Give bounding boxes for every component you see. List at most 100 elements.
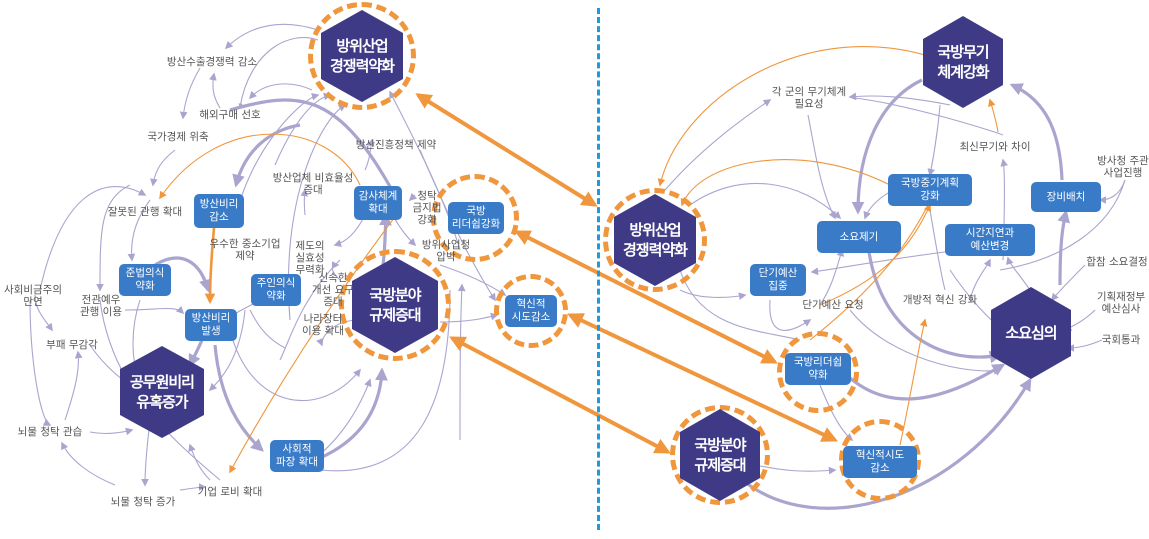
arrow — [851, 78, 923, 215]
arrow — [154, 256, 212, 293]
node-leadership-weakening: 국방리더쉽 약화 — [785, 353, 851, 385]
arrow — [39, 186, 147, 291]
highlight-ring — [431, 174, 519, 262]
arrow — [1051, 264, 1086, 302]
arrow — [188, 443, 211, 481]
node-defense-industry-weakening-right: 방위산업 경쟁력약화 — [614, 194, 696, 286]
arrow — [208, 309, 246, 392]
arrow — [929, 209, 946, 291]
label-narajangteo: 나라장터 이용 확대 — [302, 313, 344, 337]
arrow — [159, 133, 361, 200]
label-favoritism: 사회비금주의 만연 — [4, 284, 62, 308]
label-solicitation-law: 청탁 금지법 강화 — [412, 190, 442, 226]
node-regulation-increase-right: 국방분야 규제증대 — [680, 409, 760, 501]
node-delay-budget-change: 시간지연과 예산변경 — [945, 224, 1035, 256]
node-weapon-system-strengthen: 국방무기 체계강화 — [923, 16, 1003, 108]
label-jcs-decision: 합참 소요결정 — [1086, 256, 1148, 268]
node-leadership-strengthen: 국방 리더쉽강화 — [448, 202, 504, 234]
arrow — [848, 92, 951, 106]
node-innovation-decrease: 혁신적 시도감소 — [505, 295, 557, 327]
label-lobby-expand: 기업 로비 확대 — [197, 486, 263, 498]
arrow — [449, 336, 671, 454]
label-assembly-pass: 국회통과 — [1101, 334, 1141, 346]
arrow — [213, 344, 264, 452]
arrow — [999, 179, 1126, 271]
node-compliance-weakening: 준법의식 약화 — [119, 264, 171, 296]
arrow — [819, 248, 845, 306]
arrow — [1005, 256, 1031, 291]
arrow — [848, 363, 1006, 401]
arrow — [927, 104, 941, 177]
arrow — [810, 249, 961, 276]
node-corruption-decrease: 방산비리 감소 — [194, 194, 244, 228]
arrow — [1057, 209, 1070, 286]
arrow — [988, 98, 999, 133]
arrow — [1066, 339, 1103, 352]
label-export-decline: 방산수출경쟁력 감소 — [166, 56, 258, 68]
arrow — [229, 329, 361, 402]
label-foreign-purchase: 해외구매 선호 — [199, 109, 261, 121]
label-revolving-door: 전관예우 관행 이용 — [80, 294, 122, 318]
arrow — [567, 313, 838, 442]
node-defense-industry-weakening: 방위산업 경쟁력약화 — [321, 10, 403, 102]
arrow — [679, 269, 801, 341]
highlight-ring — [670, 405, 770, 505]
node-requirement-review: 소요심의 — [991, 287, 1071, 379]
label-latest-gap: 최신무기와 차이 — [959, 141, 1031, 153]
highlight-ring — [777, 331, 859, 413]
arrow — [248, 83, 313, 100]
label-wrong-practice: 잘못된 관행 확대 — [107, 206, 183, 218]
label-sme-limit: 우수한 중소기업 제약 — [209, 238, 281, 262]
node-official-corruption-temptation: 공무원비리 유혹증가 — [120, 346, 204, 438]
node-innovation-decrease-right: 혁신적시도 감소 — [843, 446, 917, 478]
label-system-ineffective: 제도의 실효성 무력화 — [295, 240, 325, 276]
arrow — [238, 36, 319, 108]
arrow — [854, 97, 1004, 136]
arrow — [689, 182, 842, 220]
node-equipment-deployment: 장비배치 — [1031, 182, 1101, 212]
arrow — [229, 98, 402, 206]
arrow — [664, 99, 772, 191]
arrow — [124, 305, 185, 315]
node-requirement-raise: 소요제기 — [817, 221, 901, 253]
arrow — [96, 184, 131, 292]
arrow — [34, 294, 53, 332]
label-mosf-review: 기획재정부 예산심사 — [1096, 291, 1146, 315]
arrow — [150, 149, 176, 187]
arrow — [29, 299, 52, 426]
arrow — [204, 227, 216, 305]
arrow — [224, 23, 319, 50]
highlight-ring — [308, 2, 416, 110]
arrow — [408, 192, 418, 202]
arrow — [849, 309, 1002, 375]
arrow — [229, 209, 401, 474]
label-open-innovation: 개방적 혁신 강화 — [902, 294, 978, 306]
arrow — [89, 427, 134, 436]
arrow — [279, 259, 341, 361]
label-dapa-project: 방사청 주관 사업진행 — [1097, 155, 1149, 179]
arrow — [64, 350, 83, 421]
label-bribery-custom: 뇌물 청탁 관습 — [17, 426, 83, 438]
arrow — [319, 289, 451, 472]
node-audit-expansion: 감사체계 확대 — [354, 186, 402, 220]
arrow — [274, 92, 332, 166]
node-ownership-weakening: 주인의식 약화 — [251, 274, 301, 306]
node-short-budget-focus: 단기예산 집중 — [750, 264, 806, 296]
left-orange-arrows — [159, 133, 401, 474]
arrow — [969, 258, 991, 301]
arrow — [179, 483, 207, 491]
arrow — [457, 283, 466, 441]
label-quick-fix: 신속한 개선 요구 증대 — [312, 272, 354, 308]
arrow — [866, 244, 1003, 364]
arrow — [807, 114, 836, 220]
highlight-ring — [603, 188, 707, 292]
arrow — [809, 204, 929, 341]
arrow — [300, 188, 309, 216]
arrow — [127, 199, 151, 262]
arrow — [209, 72, 221, 109]
arrow — [179, 67, 201, 120]
panel-divider — [597, 8, 600, 530]
arrow — [249, 309, 286, 349]
arrow — [415, 93, 598, 207]
label-bribery-increase: 뇌물 청탁 증가 — [110, 496, 176, 508]
